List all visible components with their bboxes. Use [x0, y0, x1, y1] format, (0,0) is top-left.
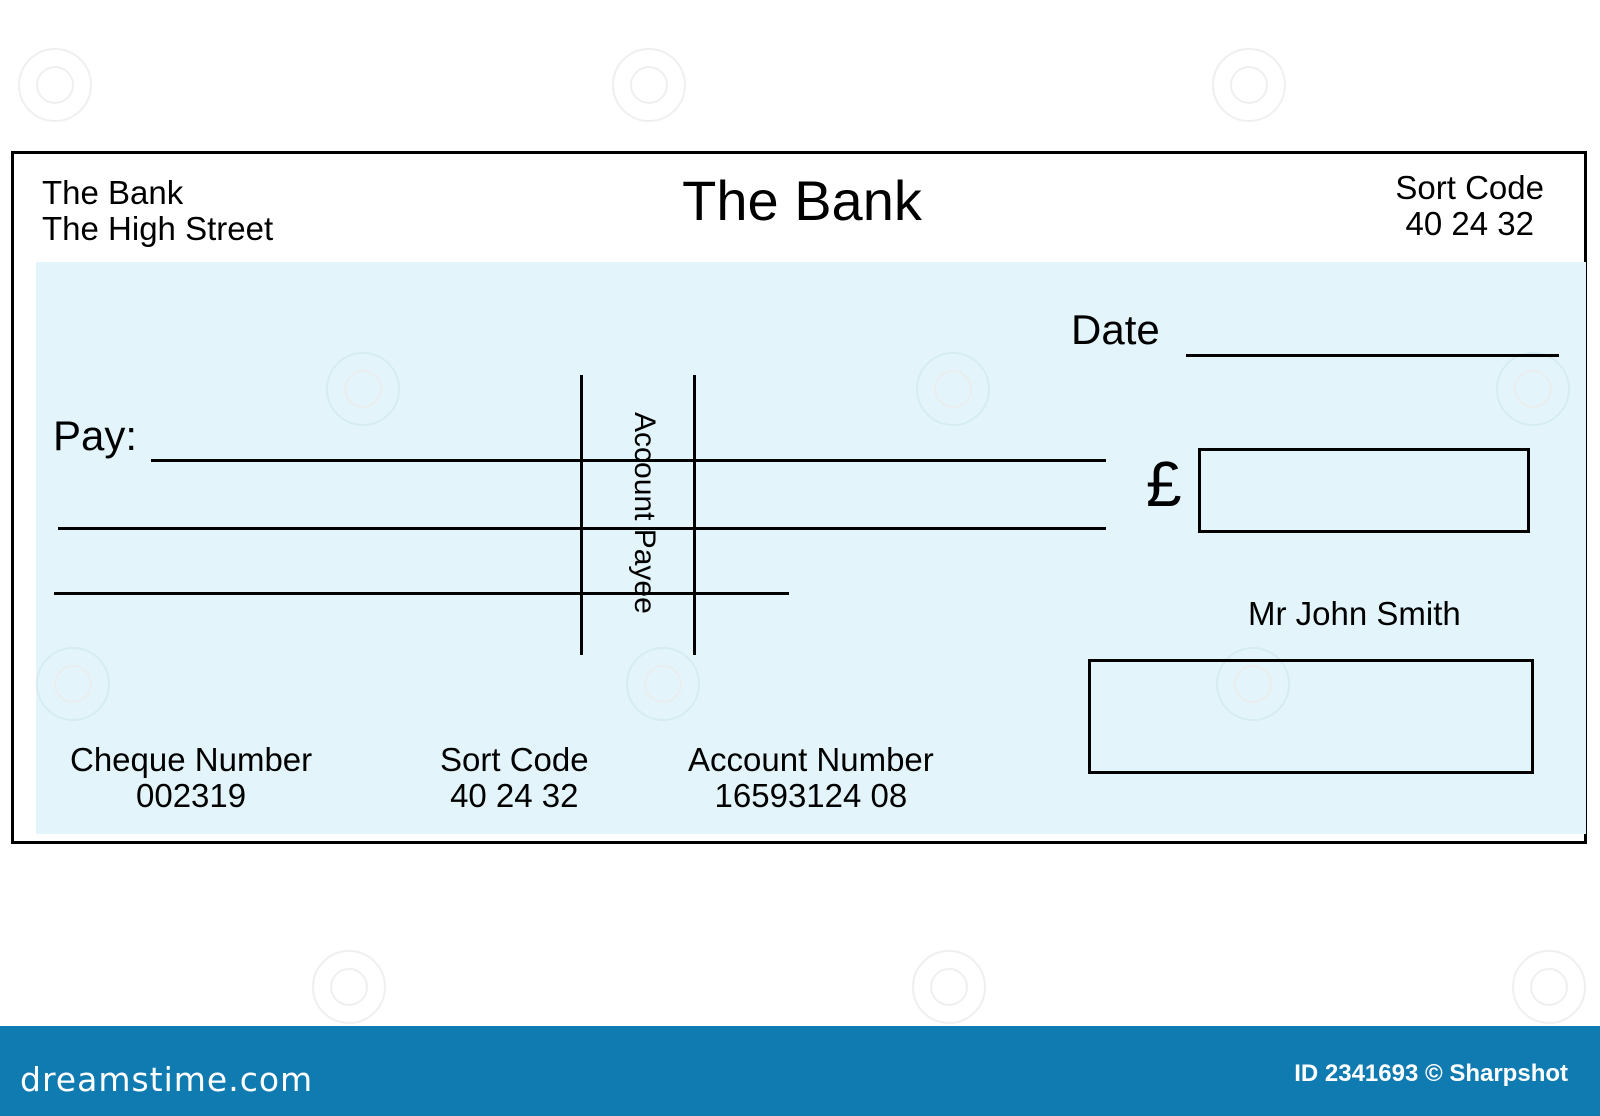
watermark-swirl-icon: [1512, 950, 1586, 1024]
account-number: Account Number 16593124 08: [688, 742, 934, 814]
cheque-title: The Bank: [682, 169, 922, 232]
sort-code-top-label: Sort Code: [1395, 169, 1544, 206]
bank-name: The Bank: [42, 174, 184, 211]
sort-code-bottom-label: Sort Code: [440, 741, 589, 778]
cheque: The Bank The High Street The Bank Sort C…: [11, 151, 1587, 844]
watermark-swirl-icon: [1496, 352, 1570, 426]
account-holder-name: Mr John Smith: [1248, 595, 1461, 632]
account-payee-text: Account Payee: [628, 412, 661, 614]
crossing-line-left: [580, 375, 583, 655]
payee-line[interactable]: [151, 459, 1106, 462]
dreamstime-logo: dreamstime.com: [20, 1060, 314, 1099]
bank-street: The High Street: [42, 210, 274, 247]
sort-code-top-value: 40 24 32: [1405, 205, 1534, 242]
watermark-swirl-icon: [912, 950, 986, 1024]
sort-code-top: Sort Code 40 24 32: [1395, 170, 1544, 242]
sort-code-bottom: Sort Code 40 24 32: [440, 742, 589, 814]
pound-sign: £: [1146, 448, 1182, 520]
signature-box[interactable]: [1088, 659, 1534, 774]
sort-code-bottom-value: 40 24 32: [450, 777, 579, 814]
watermark-swirl-icon: [1216, 647, 1290, 721]
cheque-number: Cheque Number 002319: [70, 742, 312, 814]
image-credit: ID 2341693 © Sharpshot: [1294, 1060, 1568, 1087]
cheque-number-label: Cheque Number: [70, 741, 313, 778]
amount-box[interactable]: [1198, 448, 1530, 533]
crossing-line-right: [693, 375, 696, 655]
watermark-swirl-icon: [1212, 48, 1286, 122]
watermark-swirl-icon: [916, 352, 990, 426]
account-number-value: 16593124 08: [714, 777, 908, 814]
watermark-swirl-icon: [626, 647, 700, 721]
cheque-body: Date Pay: Account Payee £ Mr John Smith …: [36, 262, 1586, 834]
watermark-swirl-icon: [326, 352, 400, 426]
watermark-banner: dreamstime.com ID 2341693 © Sharpshot: [0, 1026, 1600, 1116]
watermark-swirl-icon: [18, 48, 92, 122]
account-number-label: Account Number: [688, 741, 934, 778]
date-label: Date: [1071, 306, 1160, 353]
date-field[interactable]: [1186, 354, 1559, 357]
pay-label: Pay:: [53, 412, 138, 459]
watermark-swirl-icon: [312, 950, 386, 1024]
cheque-number-value: 002319: [136, 777, 247, 814]
watermark-swirl-icon: [36, 647, 110, 721]
watermark-swirl-icon: [612, 48, 686, 122]
amount-words-line-2[interactable]: [54, 592, 789, 595]
